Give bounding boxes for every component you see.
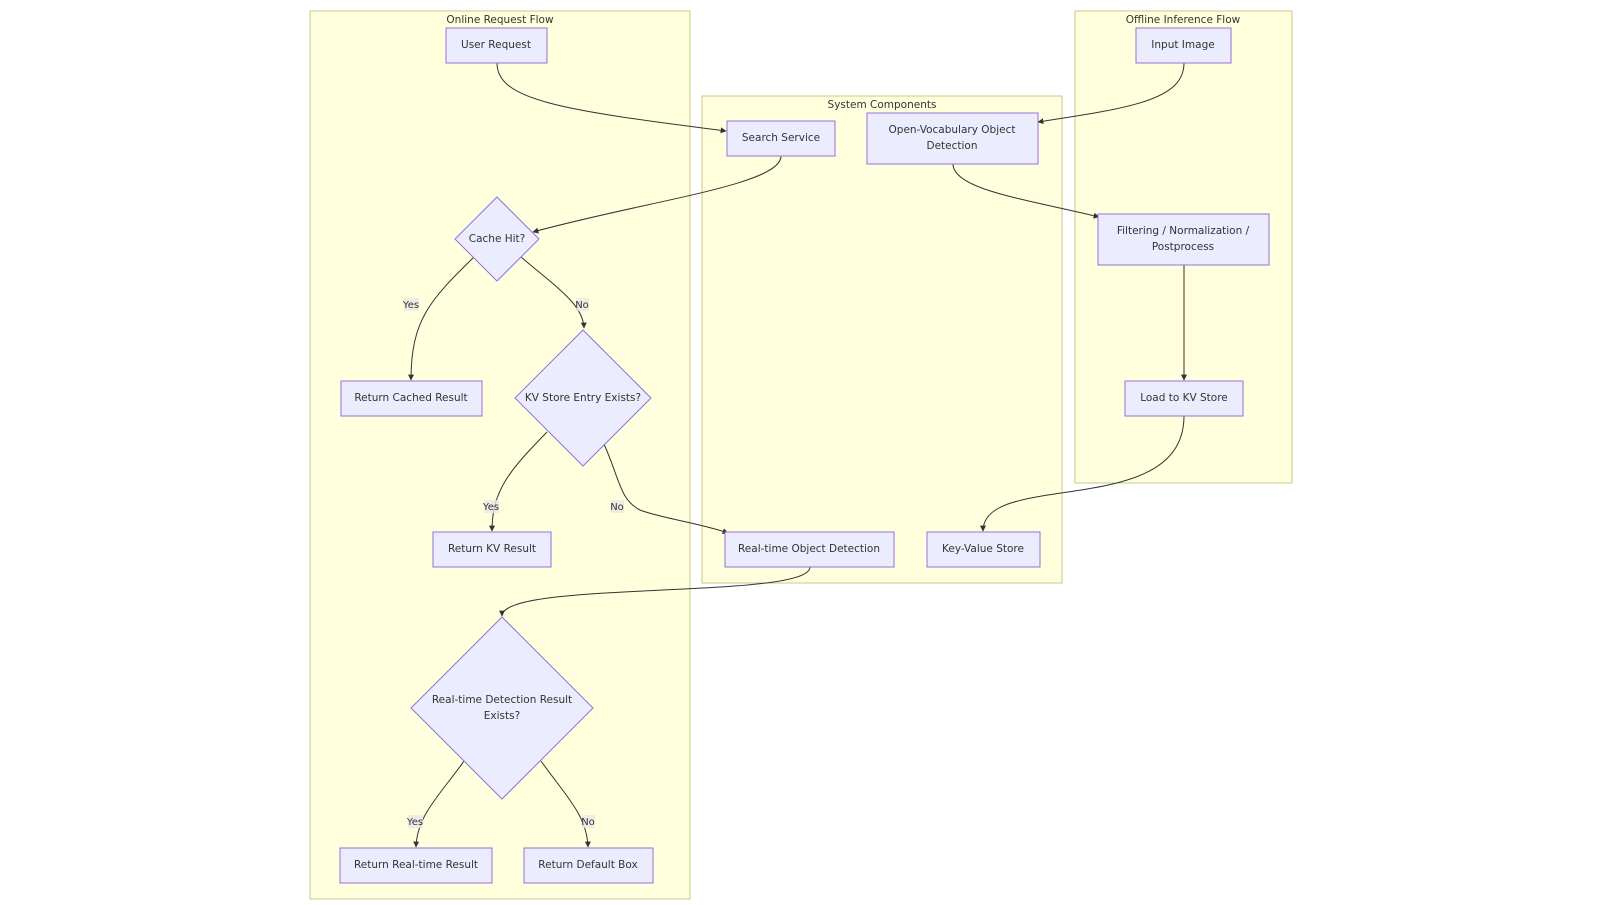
- svg-text:Open-Vocabulary Object: Open-Vocabulary Object: [889, 124, 1016, 136]
- edge-cache-hit-yes: [408, 256, 475, 381]
- edge-rt-exists-yes: [413, 760, 465, 848]
- cluster-title-online: Online Request Flow: [446, 14, 554, 26]
- svg-text:Filtering / Normalization /: Filtering / Normalization /: [1117, 225, 1250, 237]
- node-filtering-normalization-postprocess: Filtering / Normalization / Postprocess: [1097, 213, 1270, 266]
- svg-text:Cache Hit?: Cache Hit?: [469, 233, 526, 245]
- edge-cache-hit-no: [520, 256, 587, 329]
- svg-text:Real-time Object Detection: Real-time Object Detection: [738, 543, 880, 555]
- edge-label-cache-yes: Yes: [402, 298, 419, 311]
- svg-text:Return Default Box: Return Default Box: [538, 859, 637, 871]
- svg-text:No: No: [610, 502, 624, 513]
- svg-text:User Request: User Request: [461, 39, 531, 51]
- node-real-time-object-detection: Real-time Object Detection: [724, 531, 895, 568]
- edge-search-service-to-cache-hit: [532, 155, 782, 234]
- edge-input-image-to-ovod: [1037, 62, 1185, 125]
- cluster-title-system: System Components: [828, 99, 937, 111]
- cluster-title-offline: Offline Inference Flow: [1126, 14, 1241, 26]
- node-input-image: Input Image: [1135, 27, 1232, 64]
- node-open-vocabulary-object-detection: Open-Vocabulary Object Detection: [866, 112, 1039, 165]
- edge-kv-exists-yes: [489, 431, 548, 532]
- edge-label-cache-no: No: [575, 298, 589, 311]
- edge-label-rt-yes: Yes: [406, 815, 423, 828]
- svg-text:Exists?: Exists?: [484, 710, 520, 722]
- svg-text:Load to KV Store: Load to KV Store: [1140, 392, 1228, 404]
- svg-text:KV Store Entry Exists?: KV Store Entry Exists?: [525, 392, 641, 404]
- svg-text:Return Real-time Result: Return Real-time Result: [354, 859, 478, 871]
- edge-user-request-to-search-service: [496, 62, 727, 134]
- edges: [408, 62, 1187, 848]
- node-return-cached-result: Return Cached Result: [340, 380, 483, 417]
- svg-text:Return Cached Result: Return Cached Result: [354, 392, 467, 404]
- edge-rt-exists-no: [540, 760, 591, 848]
- node-user-request: User Request: [445, 27, 548, 64]
- edge-label-kv-no: No: [610, 500, 624, 513]
- node-cache-hit-decision: Cache Hit?: [454, 196, 540, 282]
- svg-text:Postprocess: Postprocess: [1152, 241, 1214, 253]
- svg-text:Input Image: Input Image: [1151, 39, 1214, 51]
- svg-text:No: No: [581, 817, 595, 828]
- svg-text:No: No: [575, 300, 589, 311]
- node-real-time-detection-result-exists-decision: Real-time Detection Result Exists?: [410, 616, 594, 800]
- node-search-service: Search Service: [726, 120, 836, 157]
- edge-ovod-to-filtering: [952, 163, 1100, 219]
- node-return-default-box: Return Default Box: [523, 847, 654, 884]
- svg-text:Search Service: Search Service: [742, 132, 820, 144]
- node-kv-store-entry-exists-decision: KV Store Entry Exists?: [514, 329, 652, 467]
- node-return-real-time-result: Return Real-time Result: [339, 847, 493, 884]
- cluster-system-components: System Components: [701, 95, 1063, 584]
- svg-text:Detection: Detection: [926, 140, 977, 152]
- edge-load-kv-to-kv-store: [980, 415, 1185, 532]
- node-return-kv-result: Return KV Result: [432, 531, 552, 568]
- node-load-to-kv-store: Load to KV Store: [1124, 380, 1244, 417]
- svg-text:Yes: Yes: [406, 817, 423, 828]
- edge-label-kv-yes: Yes: [482, 500, 499, 513]
- edge-realtime-to-rt-exists: [499, 566, 811, 617]
- svg-text:Yes: Yes: [482, 502, 499, 513]
- node-key-value-store: Key-Value Store: [926, 531, 1041, 568]
- svg-text:Real-time Detection Result: Real-time Detection Result: [432, 694, 572, 706]
- svg-text:Yes: Yes: [402, 300, 419, 311]
- edge-label-rt-no: No: [581, 815, 595, 828]
- svg-text:Return KV Result: Return KV Result: [448, 543, 536, 555]
- svg-text:Key-Value Store: Key-Value Store: [942, 543, 1024, 555]
- edge-kv-exists-no: [603, 443, 729, 535]
